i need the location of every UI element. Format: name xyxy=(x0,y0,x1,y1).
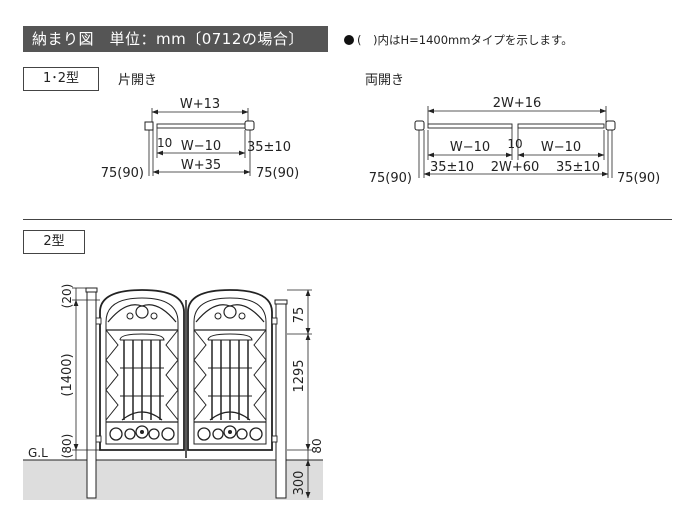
single-post-left-dim: 75(90) xyxy=(101,166,144,181)
bullet-icon xyxy=(344,35,354,45)
dim-80: 80 xyxy=(310,438,324,453)
note: ( )内はH=1400mmタイプを示します。 xyxy=(344,32,573,48)
elevation-drawing: G.L xyxy=(23,284,324,500)
type-label-2: 2型 xyxy=(23,230,85,254)
section-divider xyxy=(23,219,672,220)
post-left xyxy=(86,289,97,499)
dim-height: (1400) xyxy=(60,353,75,396)
dim-1295: 1295 xyxy=(292,359,307,392)
gate-leaf-right xyxy=(187,289,273,451)
double-swing-plan: 両開き 2W+16 W−10 10 W−10 35±10 2W+60 35±10… xyxy=(365,73,660,186)
diagram-title: 納まり図 単位：mm〔0712の場合〕 xyxy=(23,26,328,52)
double-clear-left-dim: 35±10 xyxy=(430,160,474,175)
dim-bottom-gap: (80) xyxy=(60,434,74,459)
double-post-left-dim: 75(90) xyxy=(369,171,412,186)
double-total-dim: 2W+60 xyxy=(491,160,540,175)
double-post-right xyxy=(605,120,616,131)
single-top-dim: W+13 xyxy=(180,97,220,112)
double-post-left xyxy=(414,120,425,131)
dim-top-gap: (20) xyxy=(60,284,74,309)
single-gap-dim: 10 xyxy=(157,136,172,150)
double-clear-right-dim: 35±10 xyxy=(556,160,600,175)
single-title: 片開き xyxy=(118,73,157,88)
gate-leaf-left xyxy=(99,289,185,451)
ground xyxy=(23,460,323,500)
single-width-dim: W−10 xyxy=(181,139,221,154)
note-text: ( )内はH=1400mmタイプを示します。 xyxy=(357,33,573,47)
double-gate-leaf-right xyxy=(517,123,605,129)
double-gap-dim: 10 xyxy=(507,137,522,151)
post-right xyxy=(275,301,287,499)
double-title: 両開き xyxy=(365,73,404,88)
double-left-width-dim: W−10 xyxy=(450,140,490,155)
single-clearance-dim: 35±10 xyxy=(247,140,291,155)
single-post-left xyxy=(144,121,154,131)
single-post-right-dim: 75(90) xyxy=(256,166,299,181)
single-total-dim: W+35 xyxy=(181,158,221,173)
double-right-width-dim: W−10 xyxy=(541,140,581,155)
single-post-right xyxy=(244,120,255,131)
gl-label: G.L xyxy=(28,446,48,460)
double-top-dim: 2W+16 xyxy=(493,96,542,111)
double-gate-leaf-left xyxy=(427,123,513,129)
single-swing-plan: 片開き W+13 10 W−10 35±10 W+35 75(90) 75(90… xyxy=(101,73,299,181)
dim-300: 300 xyxy=(292,471,307,496)
single-gate-leaf xyxy=(156,123,246,129)
type-label-12: 1･2型 xyxy=(23,67,99,91)
dim-75: 75 xyxy=(292,307,307,324)
double-post-right-dim: 75(90) xyxy=(617,171,660,186)
